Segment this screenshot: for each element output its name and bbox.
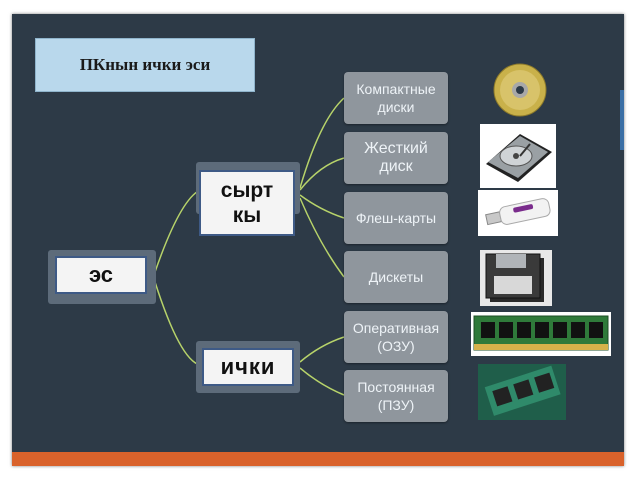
leaf-hard-disk: Жесткий диск xyxy=(344,132,448,184)
rom-chip-icon xyxy=(478,364,566,420)
root-node-es: эс xyxy=(55,256,147,294)
hard-drive-icon xyxy=(480,124,556,188)
accent-stripe xyxy=(12,452,624,466)
leaf-rom: Постоянная (ПЗУ) xyxy=(344,370,448,422)
flash-drive-icon xyxy=(478,190,558,236)
cd-disc-icon xyxy=(488,62,552,118)
leaf-flash-cards: Флеш-карты xyxy=(344,192,448,244)
slide-title: ПКнын ички эси xyxy=(35,38,255,92)
external-memory-node: сырт кы xyxy=(199,170,295,236)
floppy-disk-icon xyxy=(480,250,552,306)
leaf-ram: Оперативная (ОЗУ) xyxy=(344,311,448,363)
side-accent xyxy=(620,90,624,150)
leaf-floppy-disks: Дискеты xyxy=(344,251,448,303)
internal-memory-node: ички xyxy=(202,348,294,386)
ram-module-icon xyxy=(471,312,611,356)
leaf-compact-discs: Компактные диски xyxy=(344,72,448,124)
